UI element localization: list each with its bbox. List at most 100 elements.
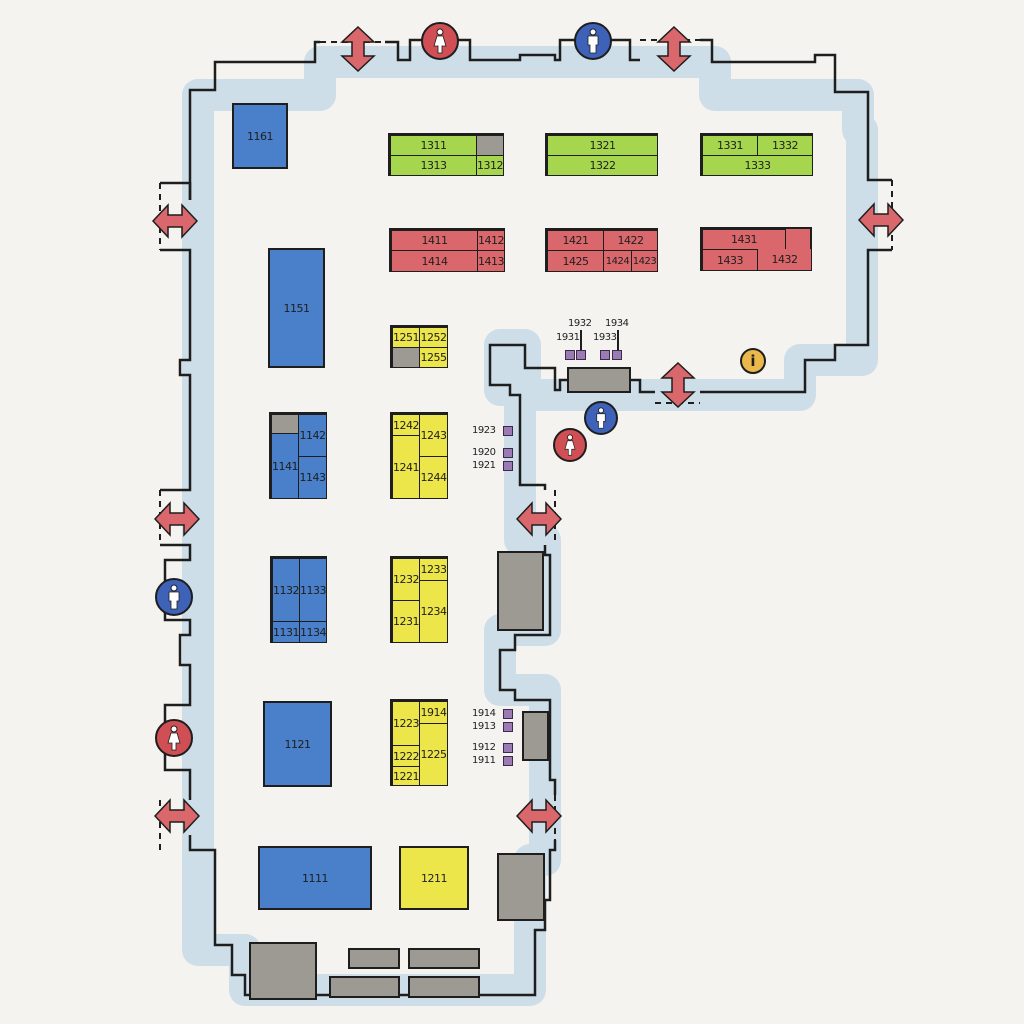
woman-icon (564, 434, 576, 456)
booth-1333[interactable]: 1333 (702, 155, 813, 176)
restroom-women-north[interactable] (421, 22, 459, 60)
booth-1312[interactable]: 1312 (476, 155, 504, 176)
booth-label: 1111 (302, 871, 329, 885)
booth-1311[interactable]: 1311 (390, 135, 477, 156)
booth-1121[interactable]: 1121 (263, 701, 332, 787)
booth-1133[interactable]: 1133 (299, 558, 327, 622)
booth-1331[interactable]: 1331 (702, 135, 758, 156)
booth-1225[interactable]: 1225 (419, 723, 448, 786)
booth-1131[interactable]: 1131 (272, 621, 300, 643)
booth-1252[interactable]: 1252 (419, 327, 448, 348)
booth-1243[interactable]: 1243 (419, 414, 448, 457)
kiosk-1934[interactable] (612, 350, 622, 360)
kiosk-1932[interactable] (576, 350, 586, 360)
booth-1143[interactable]: 1143 (298, 456, 327, 499)
booth-1255[interactable]: 1255 (419, 347, 448, 368)
booth-1232[interactable]: 1232 (392, 558, 420, 601)
booth-1424[interactable]: 1424 (603, 250, 632, 272)
double-arrow-icon[interactable] (516, 501, 562, 537)
booth-1423[interactable]: 1423 (631, 250, 658, 272)
restroom-women-west[interactable] (155, 719, 193, 757)
booth-1111[interactable]: 1111 (258, 846, 372, 910)
leader-line (617, 330, 619, 350)
kiosk-1911[interactable] (503, 756, 513, 766)
kiosk-1920[interactable] (503, 448, 513, 458)
booth-label: 1161 (247, 129, 274, 143)
kiosk-1921[interactable] (503, 461, 513, 471)
booth-1414[interactable]: 1414 (391, 250, 478, 272)
booth-1221[interactable]: 1221 (392, 766, 420, 786)
booth-1142[interactable]: 1142 (298, 414, 327, 457)
booth-1141[interactable]: 1141 (271, 433, 299, 499)
booth-1421[interactable]: 1421 (547, 230, 604, 251)
service-area-south-3 (408, 948, 480, 969)
restroom-men-north[interactable] (574, 22, 612, 60)
booth-1432[interactable]: 1432 (757, 249, 812, 271)
booth-1242[interactable]: 1242 (392, 414, 420, 436)
double-arrow-icon[interactable] (660, 362, 696, 408)
booth-1222[interactable]: 1222 (392, 745, 420, 767)
booth-1422[interactable]: 1422 (603, 230, 658, 251)
kiosk-1933[interactable] (600, 350, 610, 360)
kiosk-label: 1912 (472, 742, 496, 753)
service-area (476, 135, 504, 156)
booth-group-1320: 1321 1322 (545, 133, 658, 176)
double-arrow-icon[interactable] (858, 202, 904, 238)
leader-line (580, 330, 582, 350)
kiosk-1913[interactable] (503, 722, 513, 732)
double-arrow-icon[interactable] (154, 501, 200, 537)
booth-1241[interactable]: 1241 (392, 435, 420, 499)
restroom-men-west[interactable] (155, 578, 193, 616)
booth-1914-yellow[interactable]: 1914 (419, 701, 448, 724)
double-arrow-icon[interactable] (152, 203, 198, 239)
booth-1322[interactable]: 1322 (547, 155, 658, 176)
booth-1413[interactable]: 1413 (477, 250, 505, 272)
booth-1412[interactable]: 1412 (477, 230, 505, 251)
service-area-north-east (567, 367, 631, 393)
booth-group-1230: 1232 1231 1233 1234 (390, 556, 448, 643)
restroom-women-east[interactable] (553, 428, 587, 462)
booth-1321[interactable]: 1321 (547, 135, 658, 156)
service-area-south-2 (348, 948, 400, 969)
double-arrow-icon[interactable] (516, 798, 562, 834)
booth-1223[interactable]: 1223 (392, 701, 420, 746)
double-arrow-icon[interactable] (656, 26, 692, 72)
booth-1425[interactable]: 1425 (547, 250, 604, 272)
booth-1161[interactable]: 1161 (232, 103, 288, 169)
kiosk-label: 1923 (472, 425, 496, 436)
booth-1433[interactable]: 1433 (702, 249, 758, 271)
info-icon[interactable]: i (740, 348, 766, 374)
booth-1211[interactable]: 1211 (399, 846, 469, 910)
kiosk-1914[interactable] (503, 709, 513, 719)
kiosk-1923[interactable] (503, 426, 513, 436)
service-area-south-1 (249, 942, 317, 1000)
woman-icon (433, 28, 447, 54)
booth-1332[interactable]: 1332 (757, 135, 813, 156)
restroom-men-east[interactable] (584, 401, 618, 435)
double-arrow-icon[interactable] (340, 26, 376, 72)
booth-group-1130: 1132 1133 1131 1134 (270, 556, 327, 643)
kiosk-1931[interactable] (565, 350, 575, 360)
booth-1233[interactable]: 1233 (419, 558, 448, 581)
booth-1134[interactable]: 1134 (299, 621, 327, 643)
booth-1313[interactable]: 1313 (390, 155, 477, 176)
booth-1231[interactable]: 1231 (392, 600, 420, 643)
man-icon (168, 584, 180, 610)
booth-1151[interactable]: 1151 (268, 248, 325, 368)
service-area (392, 347, 420, 368)
woman-icon (167, 725, 181, 751)
booth-1132[interactable]: 1132 (272, 558, 300, 622)
kiosk-label: 1933 (593, 332, 617, 343)
booth-label: 1151 (283, 301, 311, 315)
kiosk-label: 1913 (472, 721, 496, 732)
booth-1244[interactable]: 1244 (419, 456, 448, 499)
booth-1431[interactable]: 1431 (702, 229, 786, 250)
booth-1234[interactable]: 1234 (419, 580, 448, 643)
booth-1251[interactable]: 1251 (392, 327, 420, 348)
man-icon (596, 407, 606, 429)
booth-1411[interactable]: 1411 (391, 230, 478, 251)
double-arrow-icon[interactable] (154, 798, 200, 834)
kiosk-1912[interactable] (503, 743, 513, 753)
booth-group-1420: 1421 1422 1425 1424 1423 (545, 228, 658, 272)
